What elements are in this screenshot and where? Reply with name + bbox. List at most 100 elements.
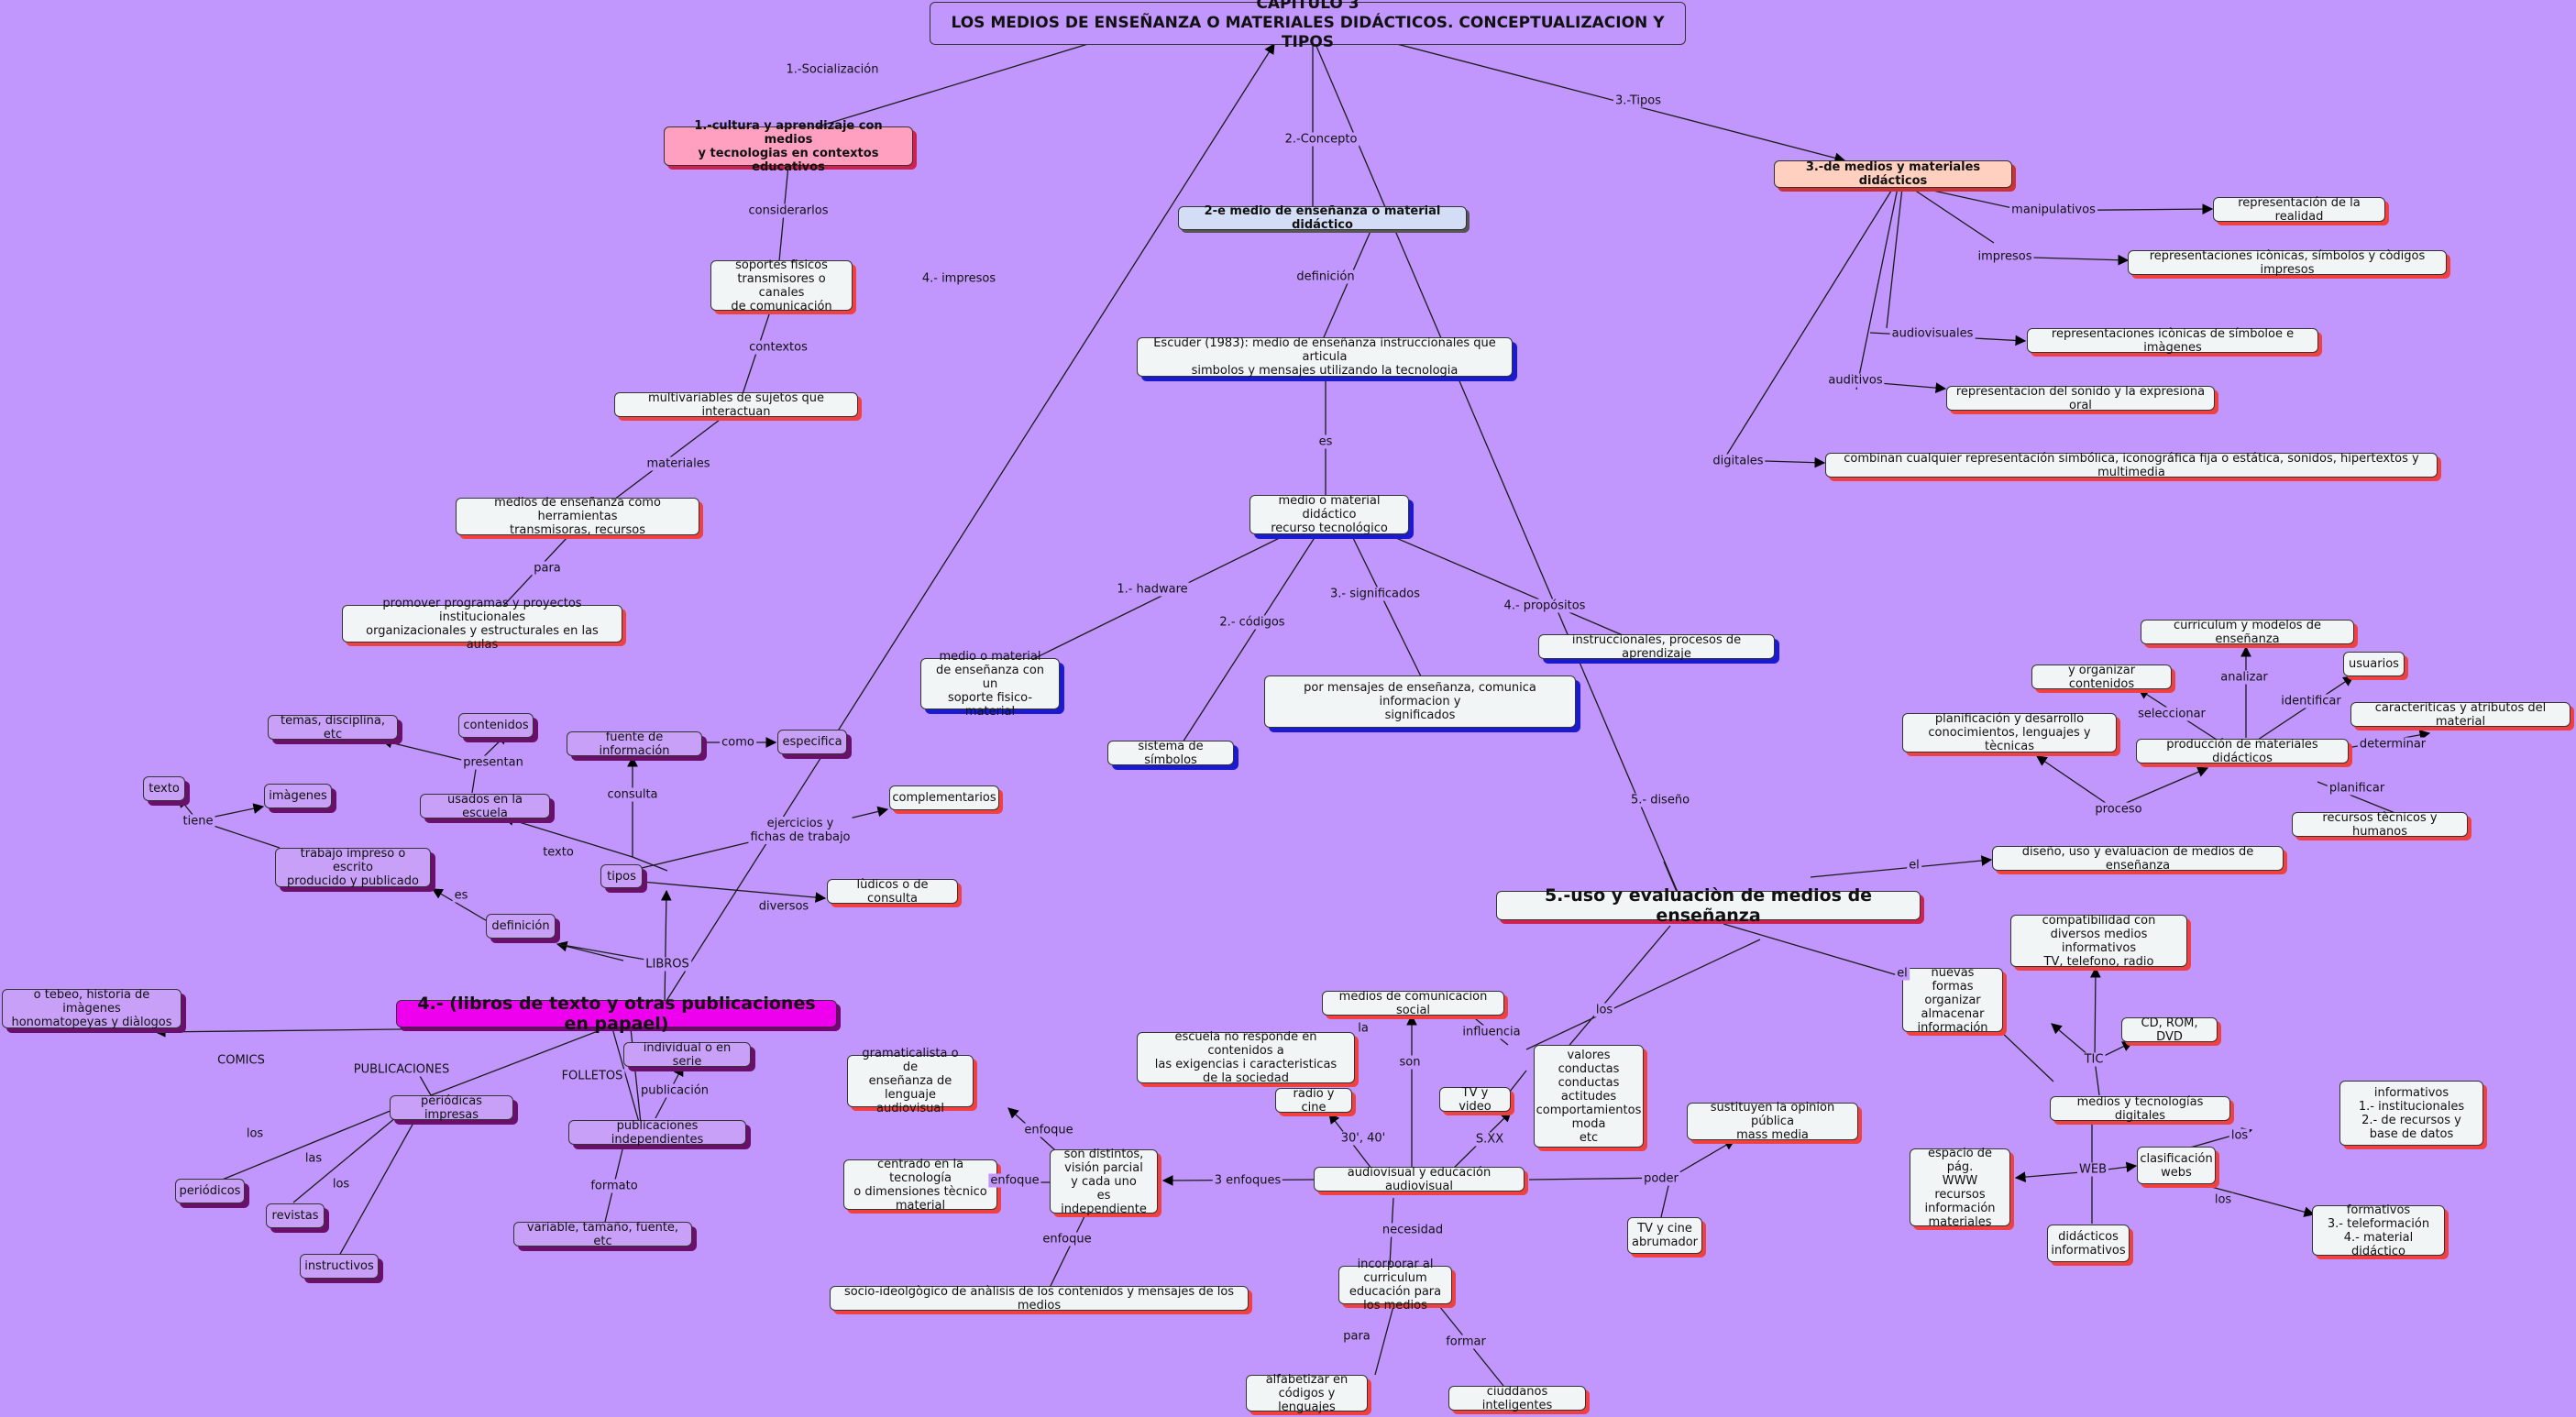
node-ludicos[interactable]: lùdicos o de consulta (827, 878, 958, 906)
node-cultura-aprendizaje[interactable]: 1.-cultura y aprendizaje con medios y te… (664, 119, 913, 174)
node-tv-video[interactable]: TV y video (1439, 1086, 1511, 1114)
node-escuder[interactable]: Escuder (1983): medio de enseñanza instr… (1137, 336, 1513, 378)
node-ciudadanos[interactable]: ciuddanos inteligentes (1448, 1385, 1586, 1412)
link-label-impresos: impresos (1976, 249, 2034, 264)
link-label-socializacion: 1.-Socialización (784, 62, 881, 77)
link-label-3-enfoques: 3 enfoques (1212, 1173, 1283, 1188)
node-caracteristicas[interactable]: caracteriticas y atributos del material (2350, 701, 2570, 729)
node-multivariables[interactable]: multivariables de sujetos que interactua… (614, 391, 858, 419)
node-alfabetizar[interactable]: alfabetizar en códigos y lenguajes (1246, 1373, 1368, 1414)
link-label-consulta: consulta (605, 787, 660, 802)
node-cd-rom[interactable]: CD, ROM, DVD (2121, 1016, 2218, 1044)
node-medios-comunicacion-social[interactable]: medios de comunicacion social (1322, 990, 1504, 1017)
node-nuevas-formas[interactable]: nuevas formas organizar almacenar inform… (1902, 966, 2003, 1035)
node-soportes-fisicos[interactable]: soportes fisicos transmisores o canales … (710, 258, 853, 313)
link-label-proceso: proceso (2093, 802, 2144, 817)
node-combinan[interactable]: combinan cualquier representación simból… (1825, 452, 2438, 479)
node-didacticos-informativos[interactable]: didácticos informativos (2047, 1225, 2130, 1262)
node-planificacion[interactable]: planificación y desarrollo conocimientos… (1902, 712, 2117, 753)
node-definicion[interactable]: definición (486, 914, 556, 939)
node-recurso-tecnologico[interactable]: medio o material didáctico recurso tecno… (1249, 494, 1409, 535)
node-especifica[interactable]: especifica (777, 730, 847, 754)
node-centrado[interactable]: centrado en la tecnología o dimensiones … (843, 1158, 997, 1213)
link-label-los: los (244, 1126, 266, 1141)
node-curriculum[interactable]: curriculum y modelos de enseñanza (2141, 619, 2354, 646)
link-label-enfoque3: enfoque (1040, 1232, 1094, 1247)
node-gramaticalista[interactable]: gramaticalista o de enseñanza de lenguaj… (847, 1047, 974, 1115)
node-tebeo[interactable]: o tebeo, historia de imàgenes honomatope… (2, 988, 182, 1029)
link-label-significados: 3.- significados (1328, 587, 1422, 601)
node-medios-tecnologias-digitales[interactable]: medios y tecnologías digitales (2050, 1095, 2230, 1123)
node-tipos-medios[interactable]: 3.-de medios y materiales didácticos (1774, 160, 2012, 188)
node-diseno-uso[interactable]: diseño, uso y evaluacion de medios de en… (1992, 845, 2284, 873)
node-instruccionales[interactable]: instruccionales, procesos de aprendizaje (1538, 633, 1775, 661)
link-label-materiales: materiales (644, 456, 712, 471)
node-variable[interactable]: variable, tamaño, fuente, etc (513, 1221, 692, 1248)
node-revistas[interactable]: revistas (266, 1203, 325, 1228)
node-informativos[interactable]: informativos 1.- institucionales 2.- de … (2339, 1081, 2483, 1146)
node-representacion-realidad[interactable]: representación de la realidad (2213, 196, 2385, 224)
node-publicaciones-independientes[interactable]: publicaciones independientes (568, 1119, 746, 1147)
link-label-los2: los (330, 1177, 352, 1192)
node-son-distintos[interactable]: son distintos, visión parcial y cada uno… (1050, 1148, 1158, 1216)
link-label-para: para (532, 561, 563, 576)
link-label-definicion: definición (1294, 269, 1357, 284)
node-clasificacion-webs[interactable]: clasificación webs (2137, 1147, 2216, 1184)
node-texto[interactable]: texto (143, 776, 185, 801)
node-iconicas-imagenes[interactable]: representaciones icònicas de símboloe e … (2027, 327, 2318, 355)
node-sustituyen[interactable]: sustituyen la opinion pública mass media (1687, 1101, 1858, 1142)
link-label-los4: los (2212, 1192, 2234, 1207)
node-imagenes[interactable]: imàgenes (264, 784, 332, 808)
link-label-web: WEB (2077, 1162, 2108, 1177)
node-periodicos[interactable]: periódicos (175, 1179, 245, 1203)
map-title: CAPITULO 3 LOS MEDIOS DE ENSEÑANZA O MAT… (930, 0, 1686, 51)
node-soporte-fisico[interactable]: medio o material de enseñanza con un sop… (920, 650, 1060, 719)
node-individual[interactable]: individual o en serie (623, 1041, 751, 1069)
node-uso-evaluacion[interactable]: 5.-uso y evaluaciòn de medios de enseñan… (1496, 885, 1921, 926)
link-label-los3: los (2229, 1128, 2251, 1143)
node-escuela-no-responde[interactable]: escuela no responde en contenidos a las … (1137, 1030, 1355, 1085)
link-label-enfoque2: enfoque (988, 1173, 1041, 1188)
node-por-mensajes[interactable]: por mensajes de enseñanza, comunica info… (1264, 676, 1576, 728)
link-label-analizar: analizar (2218, 670, 2270, 685)
node-produccion[interactable]: producción de materiales didácticos (2136, 738, 2349, 765)
node-sistema-simbolos[interactable]: sistema de símbolos (1107, 740, 1234, 767)
node-organizar-contenidos[interactable]: y organizar contenidos (2031, 664, 2172, 691)
node-instructivos[interactable]: instructivos (300, 1254, 379, 1279)
node-libros-texto[interactable]: 4.- (libros de texto y otras publicacion… (396, 994, 837, 1034)
link-label-es: es (1316, 434, 1335, 449)
node-audiovisual[interactable]: audiovisual y educación audiovisual (1314, 1166, 1525, 1193)
node-socio-ideologico[interactable]: socio-ideolgògico de anàlisis de los con… (830, 1285, 1249, 1313)
link-label-comics: COMICS (215, 1053, 267, 1068)
node-sonido[interactable]: representacion del sonido y la expresion… (1946, 385, 2215, 412)
link-label-poder: poder (1642, 1171, 1680, 1186)
node-usados-escuela[interactable]: usados en la escuela (420, 793, 550, 820)
link-label-propositos: 4.- propósitos (1502, 599, 1588, 613)
node-tipos[interactable]: tipos (600, 864, 643, 888)
node-complementarios[interactable]: complementarios (889, 785, 999, 810)
link-label-es2: es (452, 888, 470, 903)
node-incorporar[interactable]: incorporar al curriculum educación para … (1338, 1258, 1452, 1313)
link-label-formato: formato (589, 1179, 640, 1193)
node-temas[interactable]: temas, disciplina, etc (268, 714, 398, 741)
node-promover[interactable]: promover programas y proyectos instituci… (342, 597, 622, 652)
node-contenidos[interactable]: contenidos (458, 713, 534, 738)
node-radio-cine[interactable]: radio y cine (1275, 1087, 1352, 1115)
node-formativos[interactable]: formativos 3.- teleformación 4.- materia… (2312, 1203, 2445, 1258)
link-label-formar: formar (1444, 1335, 1488, 1349)
node-espacio-pag[interactable]: espacio de pág. WWW recursos información… (1910, 1147, 2010, 1229)
link-label-impresos4: 4.- impresos (919, 271, 998, 286)
link-label-manipulativos: manipulativos (2009, 203, 2097, 217)
node-trabajo-impreso[interactable]: trabajo impreso o escrito producido y pu… (275, 847, 431, 888)
node-fuente-informacion[interactable]: fuente de información (567, 730, 702, 758)
node-compatibilidad[interactable]: compatibilidad con diversos medios infor… (2010, 914, 2187, 969)
node-valores[interactable]: valores conductas conductas actitudes co… (1534, 1045, 1644, 1148)
node-representaciones-iconicas[interactable]: representaciones icònicas, símbolos y cò… (2128, 249, 2447, 277)
node-medio-ensenanza[interactable]: 2-e medio de enseñanza o material didáct… (1178, 204, 1467, 232)
node-periodicas[interactable]: periódicas impresas (390, 1094, 513, 1122)
node-herramientas[interactable]: medios de enseñanza como herramientas tr… (456, 496, 699, 537)
node-recursos-tecnicos[interactable]: recursos tècnicos y humanos (2292, 811, 2468, 839)
node-usuarios[interactable]: usuarios (2343, 652, 2405, 676)
node-tv-cine[interactable]: TV y cine abrumador (1627, 1217, 1702, 1254)
